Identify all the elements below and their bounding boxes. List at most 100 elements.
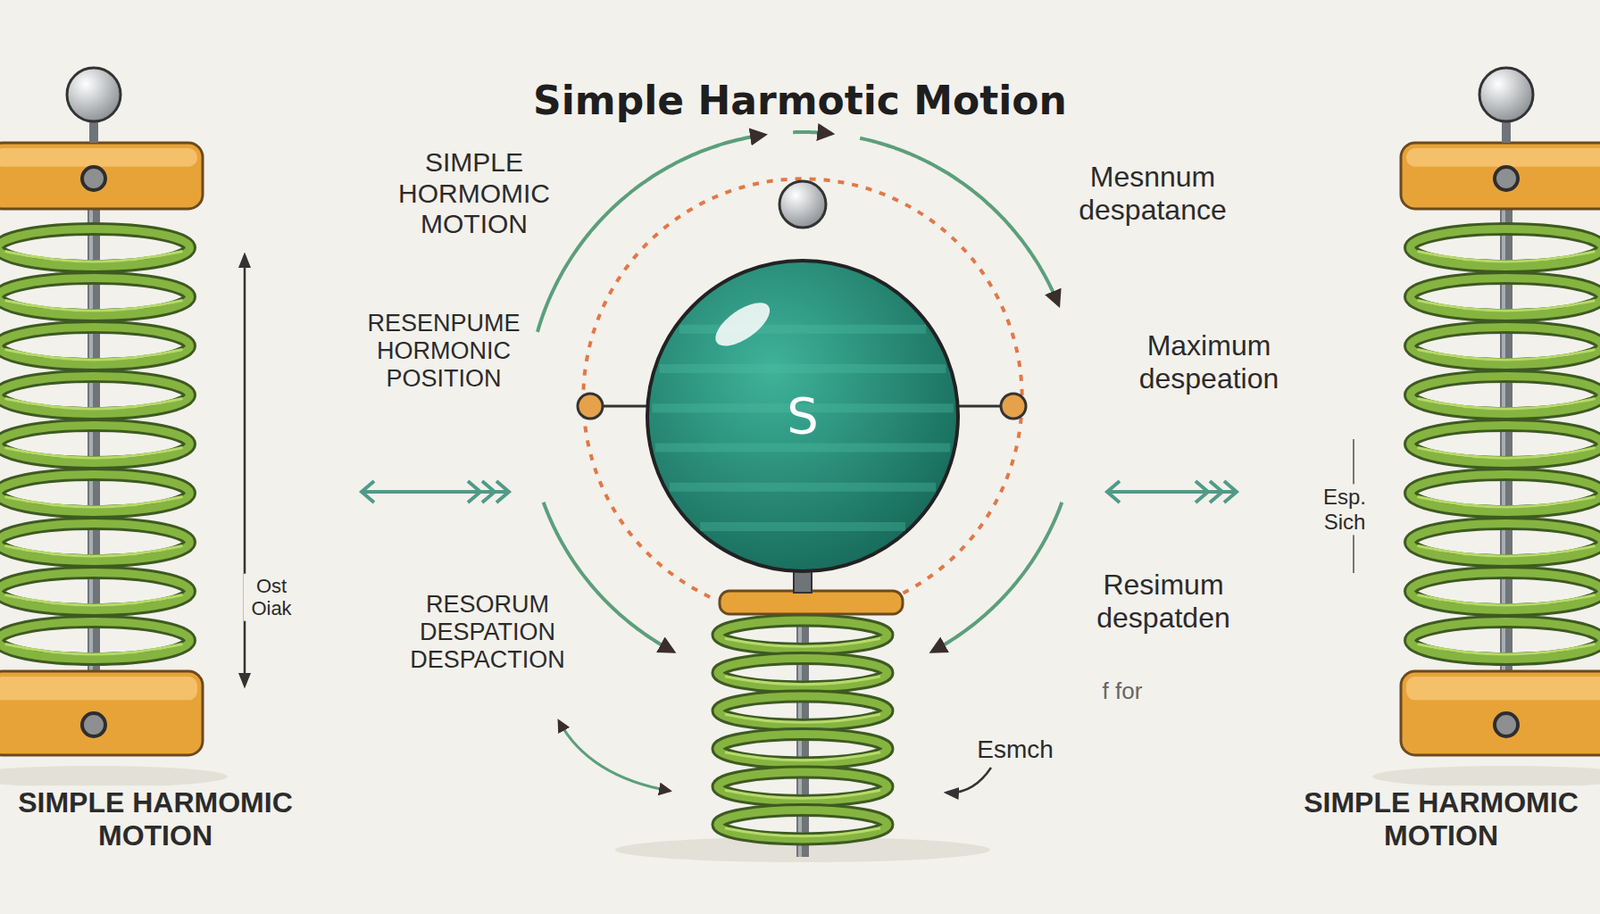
spring-coil [0,278,191,317]
spring-coil [1410,524,1600,562]
cap-rim [1406,148,1600,167]
spring-coil [717,620,888,650]
text-label: SIMPLE HARMOMIC MOTION [1291,785,1592,854]
spring-highlight [725,752,881,761]
text-label: Mesnnum despatance [1036,159,1269,228]
spring-coil [0,524,191,562]
ball-node: S [644,258,961,575]
spring-coil [717,810,888,840]
ball-stripe [669,483,936,492]
text-label: Esmch [961,734,1069,766]
text-label: Esp. Sich [1308,483,1381,535]
arrow-shaft [1107,490,1237,494]
spring-coil [1410,278,1600,317]
spring-highlight [725,790,881,799]
cap-hole [1494,166,1518,191]
cap-hole [82,166,106,191]
spring-highlight [5,399,184,409]
spring-coil [1410,376,1600,415]
spring-coil [0,622,191,660]
spring-highlight [5,595,184,606]
spring-coil [717,658,888,688]
spring-platform [719,591,903,615]
spring-coil [0,622,191,660]
spring-highlight [1417,644,1596,655]
orange-knob [577,393,603,419]
spring-coil [0,229,191,267]
text-label: Ost Oiak [243,574,300,622]
spring-coil [1410,425,1600,464]
spring-coil [0,376,191,415]
ground-shadow [0,766,228,788]
spring-coil [1410,376,1600,415]
arrow-chevron [467,481,481,503]
ball-stripe [700,522,906,532]
spring-coil [717,810,888,840]
arrow-chevron [1107,481,1120,503]
spring-coil [1410,622,1600,660]
center-spring [615,562,991,863]
spring-coil [0,573,191,611]
arrow-chevron [361,481,375,503]
text-label: Maximum despeation [1101,328,1317,397]
spring-coil [1410,573,1600,611]
spring-coil [717,696,888,725]
spring-coil [1410,622,1600,660]
motion-arc [859,138,1059,305]
spring-coil [717,734,888,764]
spring-device [0,67,228,788]
arrow-chevron [1224,481,1237,503]
spring-highlight [5,546,184,557]
dashed-orbit [583,178,1022,598]
spring-highlight [5,251,184,262]
spring-highlight [1417,399,1596,409]
spring-highlight [725,638,881,647]
spring-coil [1410,229,1600,267]
orange-cap [0,671,203,756]
spring-highlight [1417,350,1596,360]
spring-highlight [1417,546,1596,557]
small-arrow [946,767,992,793]
spring-highlight [5,350,184,360]
orange-cap [1400,671,1600,756]
spring-device [1372,67,1600,788]
spring-coil [1410,278,1600,317]
cap-rim [0,676,198,700]
small-arrow [558,721,670,792]
spring-coil [0,425,191,464]
arrow-chevron [496,481,509,503]
spring-coil [717,734,888,764]
spring-coil [0,278,191,317]
spring-highlight [1417,497,1596,508]
spring-coil [0,229,191,267]
cap-hole [1494,713,1518,737]
ball-stripe [679,325,926,334]
spring-coil [717,696,888,725]
spring-coil [1410,327,1600,366]
metal-ball [66,67,121,122]
spring-coil [717,772,888,801]
orange-knob [1000,393,1026,419]
motion-arc [792,132,832,134]
spring-highlight [5,448,184,459]
spring-coil [0,376,191,415]
ball-letter: S [786,391,819,442]
spring-highlight [1417,595,1596,606]
spring-coil [1410,229,1600,267]
spring-coil [1410,573,1600,611]
spring-coil [0,327,191,366]
spring-highlight [5,300,184,311]
spring-highlight [1417,300,1596,311]
motion-arc [932,502,1062,652]
spring-highlight [725,828,881,837]
orange-cap [0,142,203,209]
measure-arrow [243,255,247,686]
spring-coil [0,524,191,562]
spring-coil [1410,327,1600,366]
arrow-chevron [1209,481,1223,503]
spring-highlight [1417,448,1596,459]
spring-highlight [725,676,881,685]
double-arrow [361,481,509,503]
orange-cap [1400,142,1600,209]
